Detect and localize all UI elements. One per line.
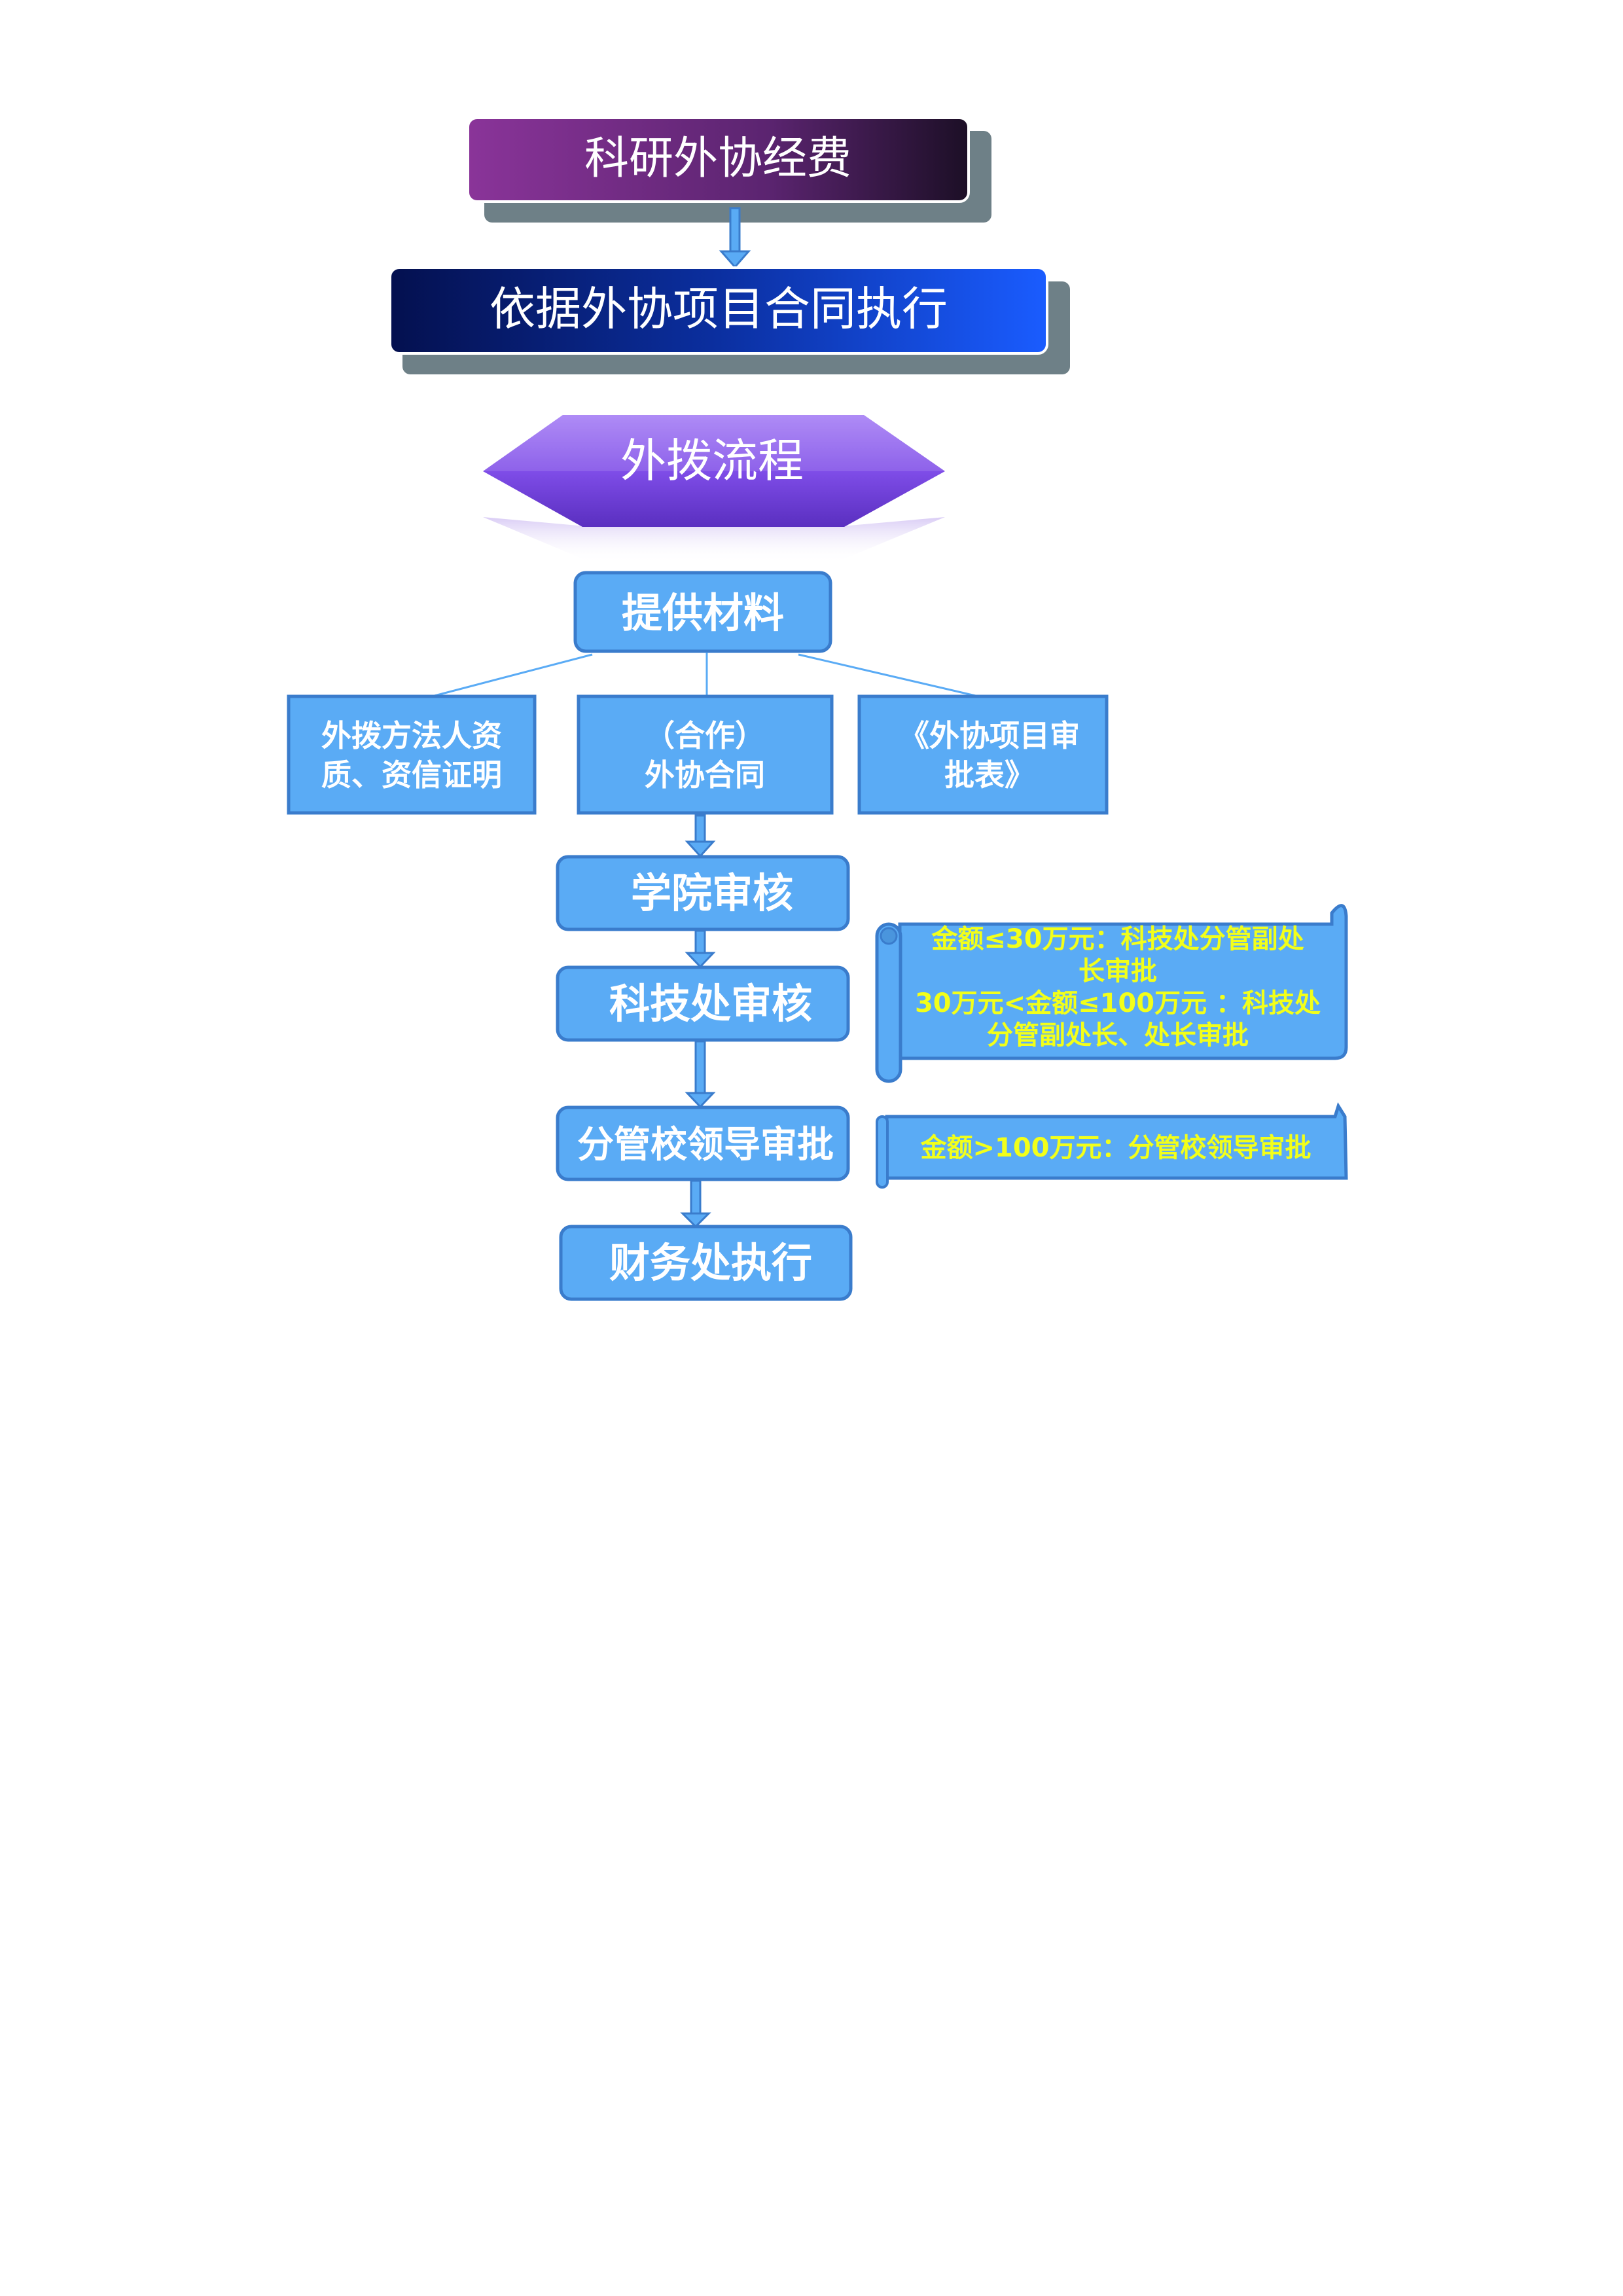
note-scroll-2: 金额>100万元：分管校领导审批: [876, 1102, 1348, 1189]
step-leader-approval: 分管校领导审批: [556, 1105, 850, 1181]
step-provide-materials: 提供材料: [573, 571, 832, 653]
material-line: 批表》: [944, 757, 1035, 793]
step-label: 科技处审核: [609, 980, 812, 1028]
material-item: 外拨方法人资 质、资信证明: [287, 694, 537, 815]
subtitle-text: 依据外协项目合同执行: [490, 282, 948, 336]
material-line: 质、资信证明: [321, 757, 502, 793]
note-line: 30万元<金额≤100万元 ：科技处: [915, 988, 1321, 1018]
material-item: 《外协项目审 批表》: [857, 694, 1109, 815]
note-line: 金额≤30万元：科技处分管副处: [931, 924, 1304, 954]
material-line: （合作）: [645, 718, 765, 753]
title-text: 科研外协经费: [584, 133, 851, 185]
step-sci-review: 科技处审核: [556, 965, 850, 1042]
title-box: 科研外协经费: [467, 117, 991, 223]
section-hexagon: 外拨流程: [483, 415, 945, 563]
note-line: 金额>100万元：分管校领导审批: [919, 1133, 1311, 1163]
material-line: 外协合同: [645, 757, 765, 793]
step-label: 财务处执行: [609, 1239, 812, 1287]
step-college-review: 学院审核: [556, 855, 850, 931]
note-line: 长审批: [1079, 956, 1157, 986]
subtitle-box: 依据外协项目合同执行: [389, 266, 1070, 374]
section-title: 外拨流程: [620, 434, 804, 488]
material-item: （合作） 外协合同: [577, 694, 834, 815]
note-scroll-1: 金额≤30万元：科技处分管副处 长审批 30万元<金额≤100万元 ：科技处 分…: [875, 904, 1348, 1083]
step-label: 分管校领导审批: [577, 1124, 834, 1166]
step-label: 学院审核: [631, 869, 793, 917]
material-line: 《外协项目审: [899, 718, 1080, 753]
connector-lines: [431, 653, 979, 698]
step-finance: 财务处执行: [559, 1225, 853, 1301]
material-line: 外拨方法人资: [321, 718, 502, 753]
step-label: 提供材料: [622, 589, 784, 637]
arrow-down-icon: [719, 207, 751, 269]
note-line: 分管副处长、处长审批: [987, 1020, 1249, 1050]
